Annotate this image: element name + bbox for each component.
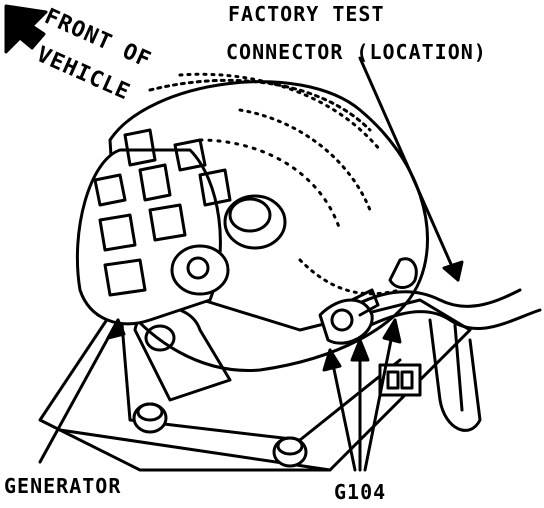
- generator-end-frame: [75, 128, 287, 326]
- generator-label: GENERATOR: [4, 474, 122, 498]
- leader-arrows: [38, 56, 464, 472]
- factory-test-connector-label-line2: CONNECTOR (LOCATION): [226, 40, 487, 64]
- factory-test-connector-label-line1: FACTORY TEST: [228, 2, 385, 26]
- front-direction-arrow: [4, 4, 48, 54]
- mounting-bracket: [38, 288, 472, 472]
- ground-g104-label: G104: [334, 480, 387, 504]
- ground-stud-g104: [318, 288, 380, 345]
